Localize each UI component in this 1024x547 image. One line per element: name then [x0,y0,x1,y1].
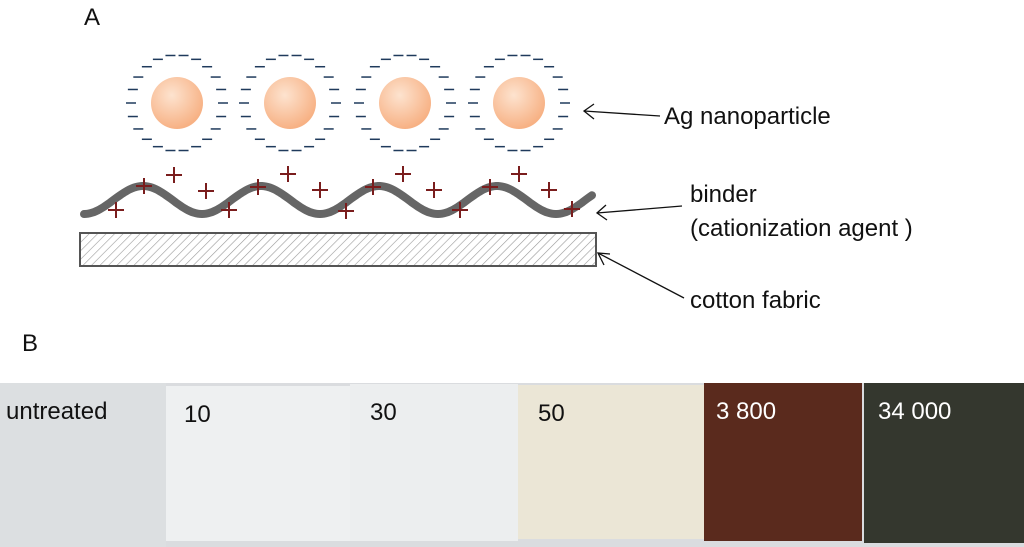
binder-layer [80,166,596,219]
negative-charge-halo [354,54,456,152]
plus-sign [395,166,411,182]
plus-sign [250,179,266,195]
plus-sign [312,182,328,198]
sample-untreated: untreated [0,383,166,547]
binder-wave [80,182,596,219]
ag-nanoparticle [354,54,456,152]
cotton-fabric-label: cotton fabric [690,287,821,314]
ag-nanoparticles [126,54,570,152]
particle-core [264,77,316,129]
sample-label: 3 800 [716,398,777,425]
fabric-samples-photo: untreated 10 30 50 3 800 34 000 [0,383,1024,547]
schematic-diagram [79,54,685,299]
negative-charge-halo [239,54,341,152]
panel-a-label: A [84,4,101,31]
plus-sign [198,183,214,199]
binder-sublabel: (cationization agent ) [690,215,913,242]
particle-core [493,77,545,129]
arrowhead-ag [582,103,595,120]
cotton-fabric-layer [79,232,597,267]
sample-label: 50 [538,400,565,427]
sample-10: 10 [166,386,350,541]
plus-sign [166,167,182,183]
sample-3800: 3 800 [704,383,862,541]
plus-sign [511,166,527,182]
arrow-cotton [597,252,685,299]
ag-nanoparticle [468,54,570,152]
plus-sign [108,202,124,218]
binder-label: binder [690,181,757,208]
binder-callout: binder (cationization agent ) [690,178,913,246]
callout-arrows [582,103,685,299]
arrowhead-cotton [596,252,611,266]
plus-sign [136,178,152,194]
ag-nanoparticle [126,54,228,152]
sample-30: 30 [350,384,518,541]
negative-charge-halo [468,54,570,152]
plus-sign [221,202,237,218]
plus-sign [426,182,442,198]
particle-core [379,77,431,129]
panel-b-label: B [22,330,39,357]
plus-sign [564,201,580,217]
arrow-binder [596,205,683,214]
plus-sign [482,179,498,195]
plus-sign [338,203,354,219]
arrowhead-binder [595,204,608,221]
particle-core [151,77,203,129]
plus-sign [280,166,296,182]
positive-charges [108,166,580,219]
sample-label: 34 000 [878,398,952,425]
plus-sign [452,202,468,218]
arrow-ag [583,110,661,117]
plus-sign [365,179,381,195]
sample-label: 10 [184,401,211,428]
sample-50: 50 [518,385,704,539]
negative-charge-halo [126,54,228,152]
sample-label: 30 [370,399,397,426]
ag-nanoparticle [239,54,341,152]
plus-sign [541,182,557,198]
sample-label: untreated [6,398,108,425]
ag-nanoparticle-label: Ag nanoparticle [664,103,831,130]
sample-34000: 34 000 [864,383,1024,543]
